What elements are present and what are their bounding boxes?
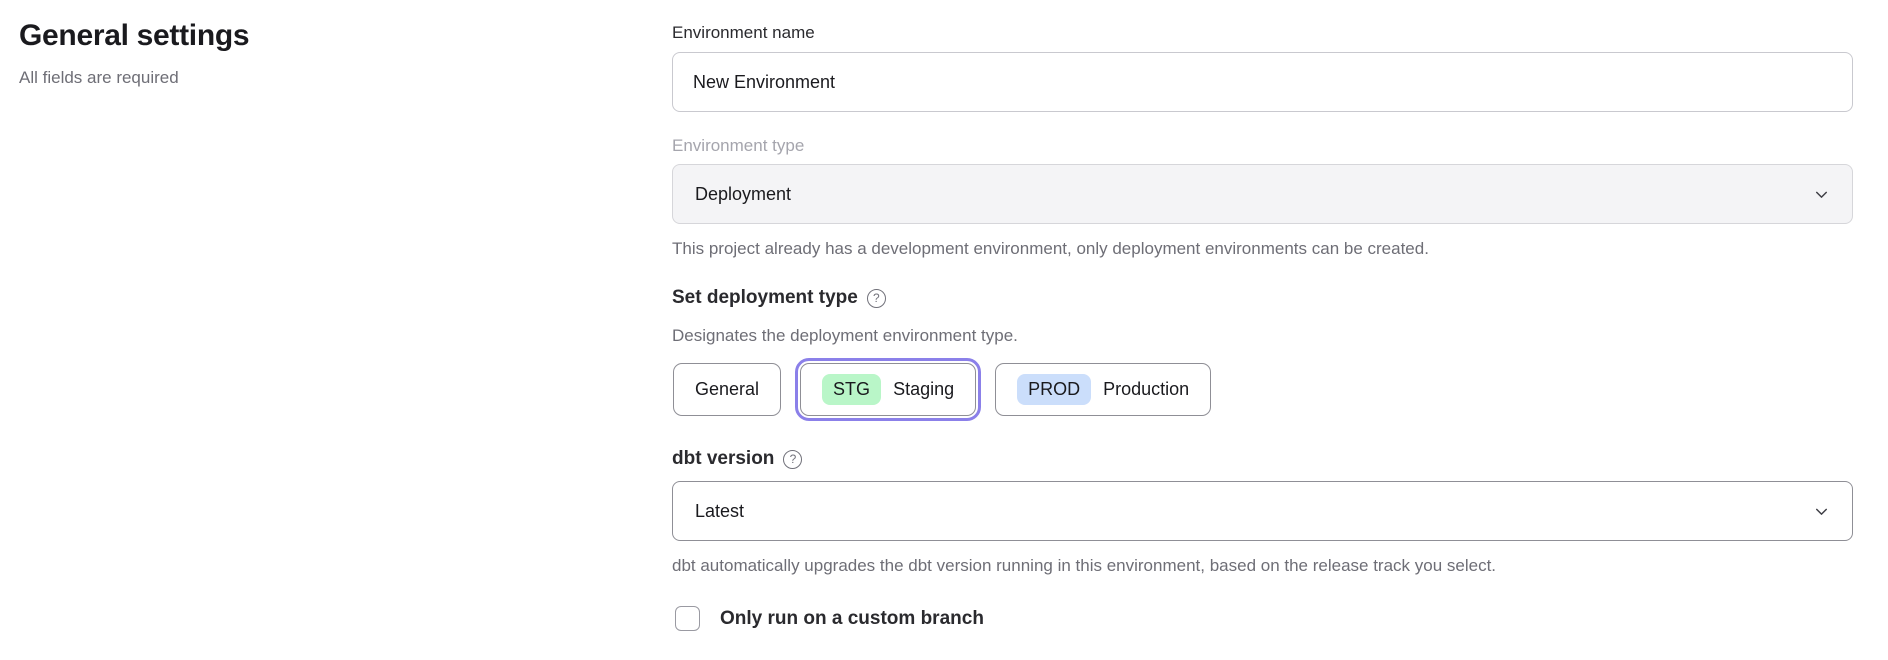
dbt-version-heading-label: dbt version: [672, 448, 775, 469]
deployment-type-staging-button[interactable]: STG Staging: [795, 358, 982, 421]
deployment-type-general-button[interactable]: General: [673, 363, 782, 416]
general-button-label: General: [695, 379, 760, 399]
deployment-type-description: Designates the deployment environment ty…: [672, 326, 1018, 345]
general-settings-form: Environment name Environment type Deploy…: [672, 22, 1853, 631]
environment-type-value: Deployment: [695, 183, 792, 204]
page-subtitle: All fields are required: [19, 68, 179, 87]
environment-type-helper: This project already has a development e…: [672, 239, 1429, 258]
custom-branch-label: Only run on a custom branch: [720, 607, 984, 629]
production-button-label: Production: [1103, 379, 1190, 399]
custom-branch-checkbox[interactable]: [675, 606, 700, 631]
environment-name-label: Environment name: [672, 23, 815, 42]
production-badge: PROD: [1017, 374, 1092, 405]
staging-badge: STG: [822, 374, 882, 405]
dbt-version-select[interactable]: Latest: [672, 481, 1853, 541]
deployment-type-heading-label: Set deployment type: [672, 287, 858, 308]
deployment-type-production-button[interactable]: PROD Production: [995, 363, 1212, 416]
deployment-type-heading: Set deployment type ?: [672, 287, 1853, 309]
dbt-version-heading: dbt version ?: [672, 448, 1853, 470]
chevron-down-icon: [1815, 508, 1828, 515]
environment-type-select: Deployment: [672, 164, 1853, 224]
deployment-type-options: General STG Staging PROD Production: [672, 358, 1853, 421]
custom-branch-row: Only run on a custom branch: [672, 606, 1853, 631]
staging-button-label: Staging: [893, 379, 955, 399]
dbt-version-value: Latest: [695, 500, 745, 521]
environment-type-label: Environment type: [672, 136, 805, 155]
page-title: General settings: [19, 19, 250, 52]
help-icon[interactable]: ?: [866, 288, 886, 308]
environment-name-input[interactable]: [672, 52, 1853, 112]
chevron-down-icon: [1815, 191, 1828, 198]
settings-header: General settings All fields are required: [19, 18, 579, 88]
help-icon[interactable]: ?: [783, 449, 803, 469]
dbt-version-helper: dbt automatically upgrades the dbt versi…: [672, 556, 1497, 575]
